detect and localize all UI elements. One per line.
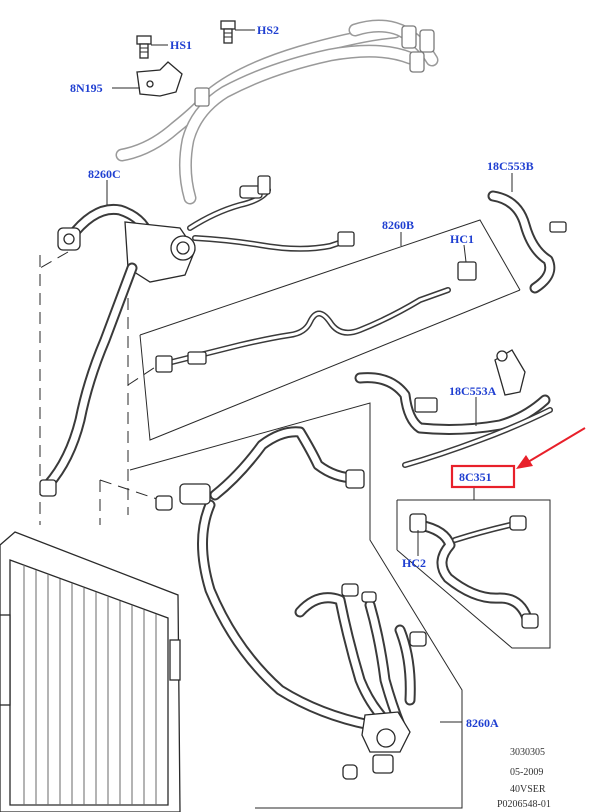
frame-8260a bbox=[129, 402, 463, 809]
bolt-hs2-icon bbox=[220, 20, 236, 44]
callout-8260a: 8260A bbox=[466, 716, 499, 730]
meta-line-2: 05-2009 bbox=[510, 767, 543, 778]
bolt-hs1-icon bbox=[136, 35, 152, 59]
hose-18c553b bbox=[487, 190, 567, 294]
callout-hc2: HC2 bbox=[402, 556, 426, 570]
dashed-guides bbox=[39, 251, 164, 525]
frame-8c351 bbox=[396, 487, 551, 649]
radiator-icon bbox=[0, 531, 181, 812]
callout-hs2: HS2 bbox=[257, 23, 279, 37]
leader-lines bbox=[106, 29, 513, 723]
callout-8c351: 8C351 bbox=[459, 470, 492, 484]
frame-8260b bbox=[139, 219, 521, 441]
ghost-upper-harness bbox=[115, 19, 439, 205]
callout-18c553a: 18C553A bbox=[449, 384, 497, 398]
callout-8260b: 8260B bbox=[382, 218, 414, 232]
hose-18c553a bbox=[354, 349, 553, 468]
meta-line-1: 3030305 bbox=[510, 747, 545, 758]
callout-8n195: 8N195 bbox=[70, 81, 103, 95]
callout-hs1: HS1 bbox=[170, 38, 192, 52]
hose-8260c bbox=[39, 175, 355, 497]
callout-hc1: HC1 bbox=[450, 232, 474, 246]
callout-18c553b: 18C553B bbox=[487, 159, 534, 173]
meta-line-3: 40VSER bbox=[510, 784, 546, 795]
meta-line-4: P0206548-01 bbox=[497, 799, 551, 810]
red-arrow-icon bbox=[516, 427, 586, 469]
highlight-box bbox=[450, 464, 516, 489]
bracket-8n195-icon bbox=[136, 61, 183, 97]
callout-8260c: 8260C bbox=[88, 167, 121, 181]
